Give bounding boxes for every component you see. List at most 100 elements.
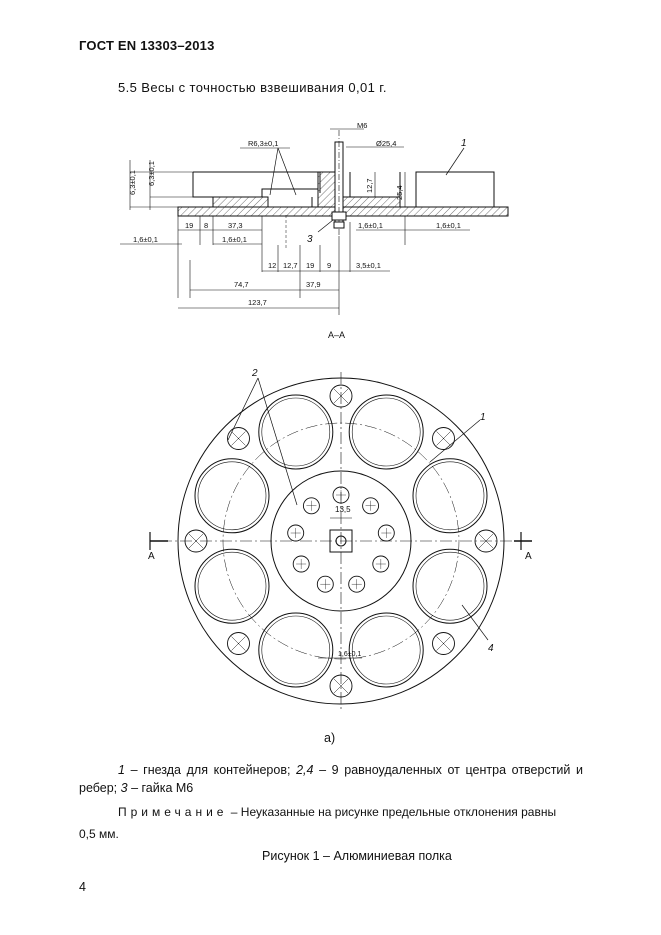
outer-hole xyxy=(227,632,250,655)
container-nest-inner xyxy=(351,615,421,685)
outer-hole-cross xyxy=(333,388,349,404)
inner-hole xyxy=(372,555,390,573)
plan-view xyxy=(149,372,532,710)
inner-hole xyxy=(348,575,366,593)
callout-1-plan: 1 xyxy=(480,412,486,423)
legend-num-1: 1 xyxy=(118,763,125,777)
container-nest-inner xyxy=(261,615,331,685)
inner-hole xyxy=(302,497,320,515)
dim-123-7: 123,7 xyxy=(248,298,267,307)
figure-title: Рисунок 1 – Алюминиевая полка xyxy=(262,849,452,863)
outer-hole xyxy=(329,674,353,698)
note-label: Примечание xyxy=(118,805,228,819)
outer-hole-cross xyxy=(436,431,451,446)
dim-19-b: 19 xyxy=(306,261,314,270)
section-label: А–А xyxy=(328,330,345,340)
dim-12-7-vertical: 12,7 xyxy=(365,178,374,193)
outer-hole xyxy=(227,427,250,450)
outer-hole xyxy=(184,529,208,553)
inner-hole xyxy=(377,524,395,542)
dim-12-7: 12,7 xyxy=(283,261,298,270)
dim-19: 19 xyxy=(185,221,193,230)
legend-line-2: ребер; 3 – гайка М6 xyxy=(79,781,193,795)
section-view xyxy=(120,128,509,315)
dim-37-9: 37,9 xyxy=(306,280,321,289)
inner-hole-cross xyxy=(320,579,331,590)
outer-hole xyxy=(432,632,455,655)
inner-hole xyxy=(362,497,380,515)
inner-hole-cross xyxy=(381,528,392,539)
outer-hole xyxy=(329,384,353,408)
callout-2: 2 xyxy=(251,368,258,379)
dim-1-6-b: 1,6±0,1 xyxy=(222,235,247,244)
dim-12: 12 xyxy=(268,261,276,270)
dim-m6: М6 xyxy=(357,121,367,130)
section-mark-right: А xyxy=(525,551,532,562)
container-nest xyxy=(348,612,424,688)
legend-text-3b: – гайка М6 xyxy=(127,781,194,795)
dim-1-6-c: 1,6±0,1 xyxy=(358,221,383,230)
container-nest-inner xyxy=(415,551,485,621)
inner-hole xyxy=(332,486,350,504)
inner-hole-cross xyxy=(351,579,362,590)
callout-3: 3 xyxy=(307,234,313,245)
container-nest xyxy=(412,458,488,534)
dim-8: 8 xyxy=(204,221,208,230)
inner-hole-cross xyxy=(306,500,317,511)
container-nest-inner xyxy=(197,461,267,531)
note-line-2: 0,5 мм. xyxy=(79,827,119,841)
dim-3-5: 3,5±0,1 xyxy=(356,261,381,270)
dim-1-6-plan: 1,6±0,1 xyxy=(338,651,361,658)
container-nest xyxy=(258,612,334,688)
legend-num-2-4: 2,4 xyxy=(296,763,314,777)
dim-6-3-a: 6,3±0,1 xyxy=(128,170,137,195)
container-nest xyxy=(412,548,488,624)
outer-hole-cross xyxy=(231,431,246,446)
inner-hole xyxy=(287,524,305,542)
outer-hole xyxy=(432,427,455,450)
container-nest xyxy=(258,394,334,470)
outer-hole-cross xyxy=(188,533,204,549)
dim-phi-25-4: Ø25,4 xyxy=(376,139,396,148)
legend-text-3: ребер; xyxy=(79,781,121,795)
dim-37-3: 37,3 xyxy=(228,221,243,230)
callout-4: 4 xyxy=(488,643,494,654)
inner-hole-cross xyxy=(375,559,386,569)
note-line: Примечание – Неуказанные на рисунке пред… xyxy=(118,805,556,819)
inner-hole-cross xyxy=(336,490,346,500)
container-nest xyxy=(348,394,424,470)
legend-line-1: 1 – гнезда для контейнеров; 2,4 – 9 равн… xyxy=(118,759,583,781)
document-header: ГОСТ EN 13303–2013 xyxy=(79,38,215,53)
inner-hole xyxy=(292,555,310,573)
container-nest xyxy=(194,548,270,624)
container-nest xyxy=(194,458,270,534)
page-number: 4 xyxy=(79,880,86,894)
inner-hole-cross xyxy=(290,528,301,539)
section-text: 5.5 Весы с точностью взвешивания 0,01 г. xyxy=(118,80,387,95)
inner-hole-cross xyxy=(365,500,376,511)
dim-1-6-d: 1,6±0,1 xyxy=(436,221,461,230)
dim-74-7: 74,7 xyxy=(234,280,249,289)
outer-hole-cross xyxy=(231,636,246,651)
dim-r6-3: R6,3±0,1 xyxy=(248,139,278,148)
container-nest-inner xyxy=(351,397,421,467)
inner-hole xyxy=(316,575,334,593)
subfigure-label: а) xyxy=(324,731,336,745)
container-nest-inner xyxy=(261,397,331,467)
dim-6-3-b: 6,3±0,1 xyxy=(147,161,156,186)
callout-1-section: 1 xyxy=(461,138,467,149)
outer-hole-cross xyxy=(333,678,349,694)
section-mark-left: А xyxy=(148,551,155,562)
outer-hole xyxy=(474,529,498,553)
legend-text-1: – гнезда для контейнеров; xyxy=(124,763,297,777)
legend-text-2: – 9 равноудаленных от центра отверстий и xyxy=(313,763,583,777)
container-nest-inner xyxy=(197,551,267,621)
inner-hole-cross xyxy=(296,559,307,569)
legend-num-3: 3 xyxy=(120,781,128,795)
outer-hole-cross xyxy=(436,636,451,651)
dim-25-4-vertical: 25,4 xyxy=(395,185,404,200)
dim-13-5: 13,5 xyxy=(335,505,351,514)
dim-1-6-a: 1,6±0,1 xyxy=(133,235,158,244)
note-text: – Неуказанные на рисунке предельные откл… xyxy=(227,805,557,819)
